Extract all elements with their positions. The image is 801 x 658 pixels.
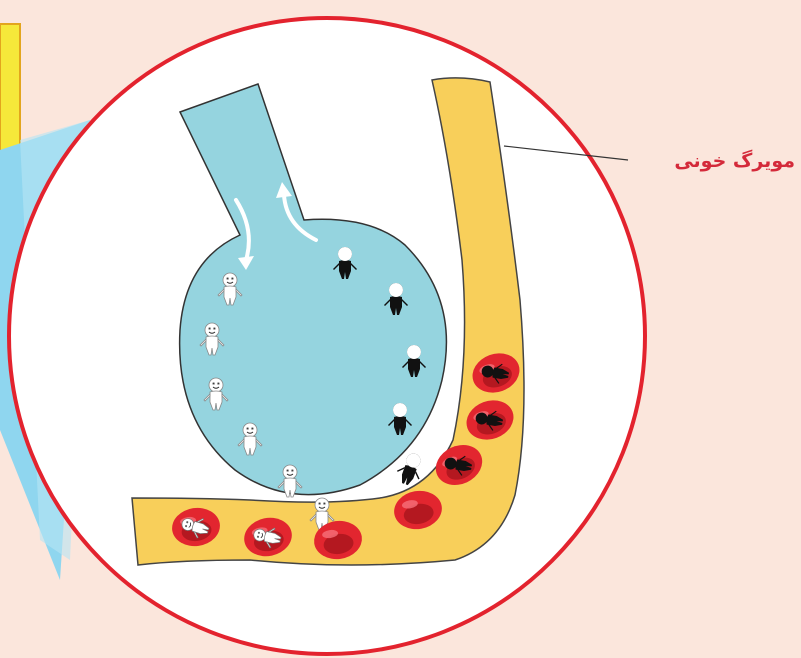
capillary-label: مویرگ خونی [635, 150, 795, 172]
